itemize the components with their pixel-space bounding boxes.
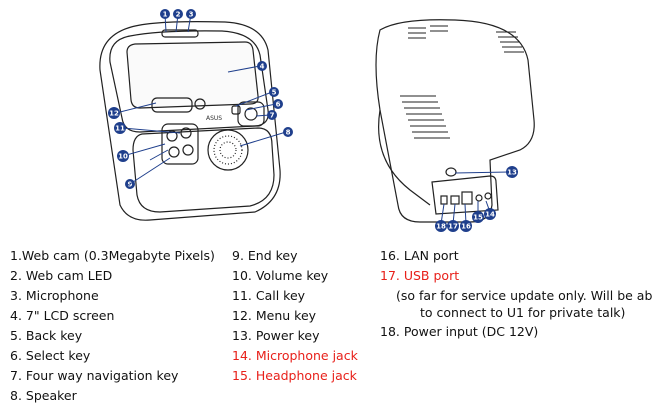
callout-16: 16 — [460, 220, 472, 232]
callout-3: 3 — [186, 9, 196, 19]
front-brand-text: ASUS — [206, 115, 222, 122]
legend-item-3: 3. Microphone — [10, 288, 99, 303]
svg-text:17: 17 — [448, 223, 458, 231]
front-view — [99, 21, 281, 221]
legend-item-18: 18. Power input (DC 12V) — [380, 324, 539, 339]
power-input-port — [440, 195, 448, 205]
callout-4: 4 — [257, 61, 267, 71]
svg-text:10: 10 — [118, 153, 128, 161]
device-diagram: ASUS — [99, 9, 535, 232]
svg-text:16: 16 — [461, 223, 471, 231]
select-key — [244, 107, 258, 121]
lan-port — [461, 191, 473, 205]
svg-text:15: 15 — [473, 214, 483, 222]
callout-1: 1 — [160, 9, 170, 19]
svg-text:1: 1 — [163, 11, 168, 19]
back-stand — [378, 109, 431, 206]
callout-11: 11 — [114, 122, 126, 134]
volume-down-key — [168, 146, 180, 158]
back-view — [375, 19, 535, 223]
legend-item-18-wrap: 18. Power input (DC 12V) — [380, 322, 538, 342]
legend-item-7: 7. Four way navigation key — [10, 368, 179, 383]
front-lower-panel — [132, 127, 275, 213]
port-panel — [431, 175, 499, 215]
left-key-block — [161, 123, 199, 165]
volume-up-key — [166, 130, 178, 142]
callout-12: 12 — [108, 107, 120, 119]
svg-text:18: 18 — [436, 223, 446, 231]
callout-2: 2 — [173, 9, 183, 19]
nav-cluster — [237, 101, 265, 127]
end-key — [182, 144, 194, 156]
callout-13: 13 — [506, 166, 518, 178]
callout-markers: 1 2 3 4 5 6 7 8 9 10 11 12 13 14 15 16 1… — [108, 9, 518, 232]
legend-item-5: 5. Back key — [10, 328, 83, 343]
legend-col2: 9. End key 10. Volume key 11. Call key 1… — [232, 246, 358, 386]
callout-18: 18 — [435, 220, 447, 232]
legend-item-1: 1.Web cam (0.3Megabyte Pixels) — [10, 248, 215, 263]
callout-15: 15 — [472, 211, 484, 223]
svg-text:5: 5 — [272, 89, 277, 97]
legend-item-17: 17. USB port — [380, 268, 460, 283]
legend-item-10: 10. Volume key — [232, 268, 329, 283]
call-key — [180, 127, 192, 139]
speaker-grille — [207, 129, 249, 171]
callout-17: 17 — [447, 220, 459, 232]
front-body-outline — [99, 21, 281, 221]
usb-port — [450, 195, 460, 205]
svg-text:4: 4 — [260, 63, 265, 71]
back-body-outline — [375, 19, 535, 223]
legend-item-16: 16. LAN port — [380, 248, 459, 263]
callout-7: 7 — [267, 110, 277, 120]
usb-note-line-2: to connect to U1 for private talk) — [420, 305, 626, 320]
callout-8: 8 — [283, 127, 293, 137]
top-vents — [408, 25, 524, 53]
legend-col3: 16. LAN port 17. USB port — [380, 246, 459, 286]
svg-text:3: 3 — [189, 11, 194, 19]
legend-item-9: 9. End key — [232, 248, 298, 263]
legend-item-11: 11. Call key — [232, 288, 306, 303]
headphone-jack — [484, 192, 492, 200]
legend-item-4: 4. 7" LCD screen — [10, 308, 115, 323]
legend-item-13: 13. Power key — [232, 328, 320, 343]
power-key-rear — [445, 167, 457, 177]
menu-power-block — [151, 97, 193, 113]
front-bezel — [109, 30, 269, 133]
webcam-bump — [161, 29, 199, 38]
callout-10: 10 — [117, 150, 129, 162]
callout-5: 5 — [269, 87, 279, 97]
callout-6: 6 — [273, 99, 283, 109]
svg-text:7: 7 — [270, 112, 275, 120]
power-key — [194, 98, 206, 110]
microphone-jack — [475, 194, 483, 202]
usb-note-line-1: (so far for service update only. Will be… — [396, 288, 652, 303]
back-key — [231, 105, 241, 115]
lcd-screen — [126, 41, 259, 109]
legend-item-8: 8. Speaker — [10, 388, 77, 403]
svg-text:9: 9 — [128, 181, 133, 189]
svg-text:14: 14 — [485, 211, 495, 219]
legend-item-6: 6. Select key — [10, 348, 91, 363]
callout-14: 14 — [484, 208, 496, 220]
legend-col1: 1.Web cam (0.3Megabyte Pixels) 2. Web ca… — [10, 246, 215, 406]
svg-text:12: 12 — [109, 110, 119, 118]
svg-text:2: 2 — [176, 11, 181, 19]
legend-item-15: 15. Headphone jack — [232, 368, 357, 383]
svg-text:8: 8 — [286, 129, 291, 137]
svg-text:6: 6 — [276, 101, 281, 109]
legend-item-2: 2. Web cam LED — [10, 268, 113, 283]
rear-vents — [400, 95, 450, 139]
svg-text:11: 11 — [115, 125, 125, 133]
legend-item-12: 12. Menu key — [232, 308, 317, 323]
svg-text:13: 13 — [507, 169, 517, 177]
callout-9-line — [129, 157, 171, 185]
legend-item-14: 14. Microphone jack — [232, 348, 358, 363]
